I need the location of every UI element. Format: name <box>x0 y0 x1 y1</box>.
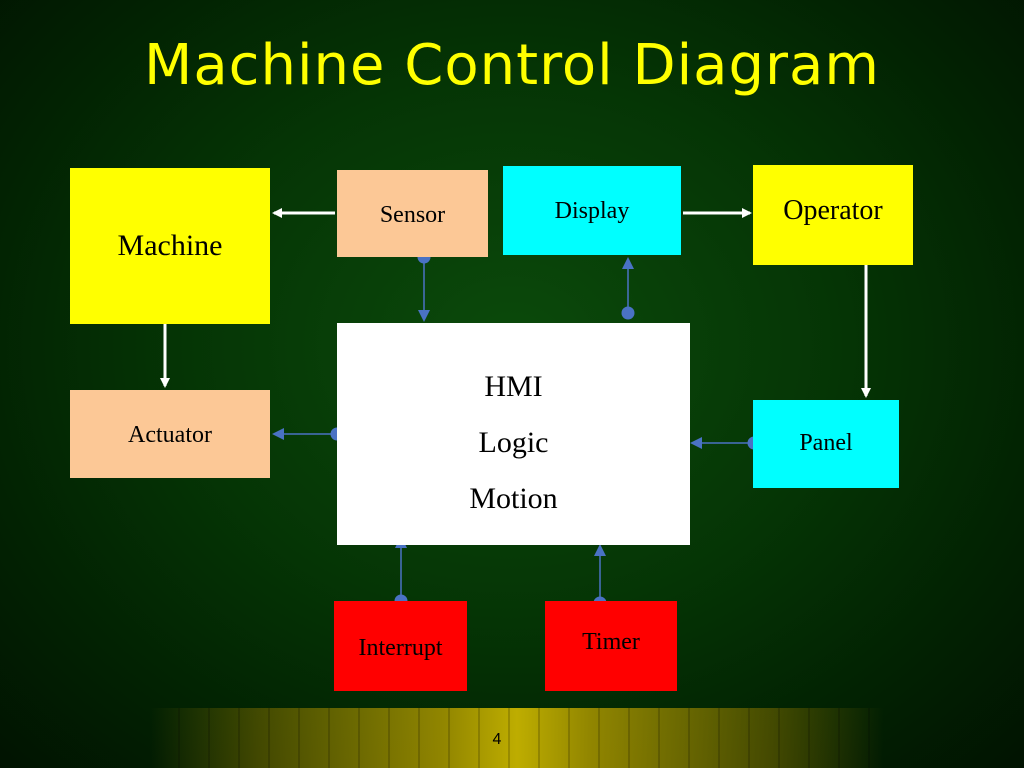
actuator-block: Actuator <box>70 390 270 478</box>
connector-panel-to-hmi <box>690 436 761 450</box>
operator-label: Operator <box>783 195 883 226</box>
hmi-label: HMI <box>484 370 543 403</box>
hmi-logic-motion-block: HMI Logic Motion <box>337 323 690 545</box>
timer-block: Timer <box>545 601 677 691</box>
panel-label: Panel <box>799 430 853 456</box>
connector-interrupt-to-hmi <box>394 536 408 608</box>
machine-label: Machine <box>117 229 223 262</box>
connector-timer-to-hmi <box>593 544 607 610</box>
interrupt-label: Interrupt <box>358 635 443 661</box>
sensor-label: Sensor <box>379 202 446 228</box>
connector-hmi-to-actuator <box>272 427 344 441</box>
display-block: Display <box>503 166 681 255</box>
display-label: Display <box>554 198 630 224</box>
interrupt-block: Interrupt <box>334 601 467 691</box>
actuator-label: Actuator <box>128 422 212 448</box>
operator-block: Operator <box>753 165 913 265</box>
timer-label: Timer <box>582 629 640 655</box>
footer-decoration-bar <box>150 708 884 768</box>
connector-hmi-to-display <box>621 257 635 320</box>
logic-label: Logic <box>478 426 549 459</box>
sensor-block: Sensor <box>337 170 488 257</box>
panel-block: Panel <box>753 400 899 488</box>
machine-block: Machine <box>70 168 270 324</box>
motion-label: Motion <box>469 482 558 515</box>
page-number: 4 <box>492 731 502 748</box>
connector-sensor-to-hmi <box>417 250 431 322</box>
slide-title: Machine Control Diagram <box>144 33 880 98</box>
